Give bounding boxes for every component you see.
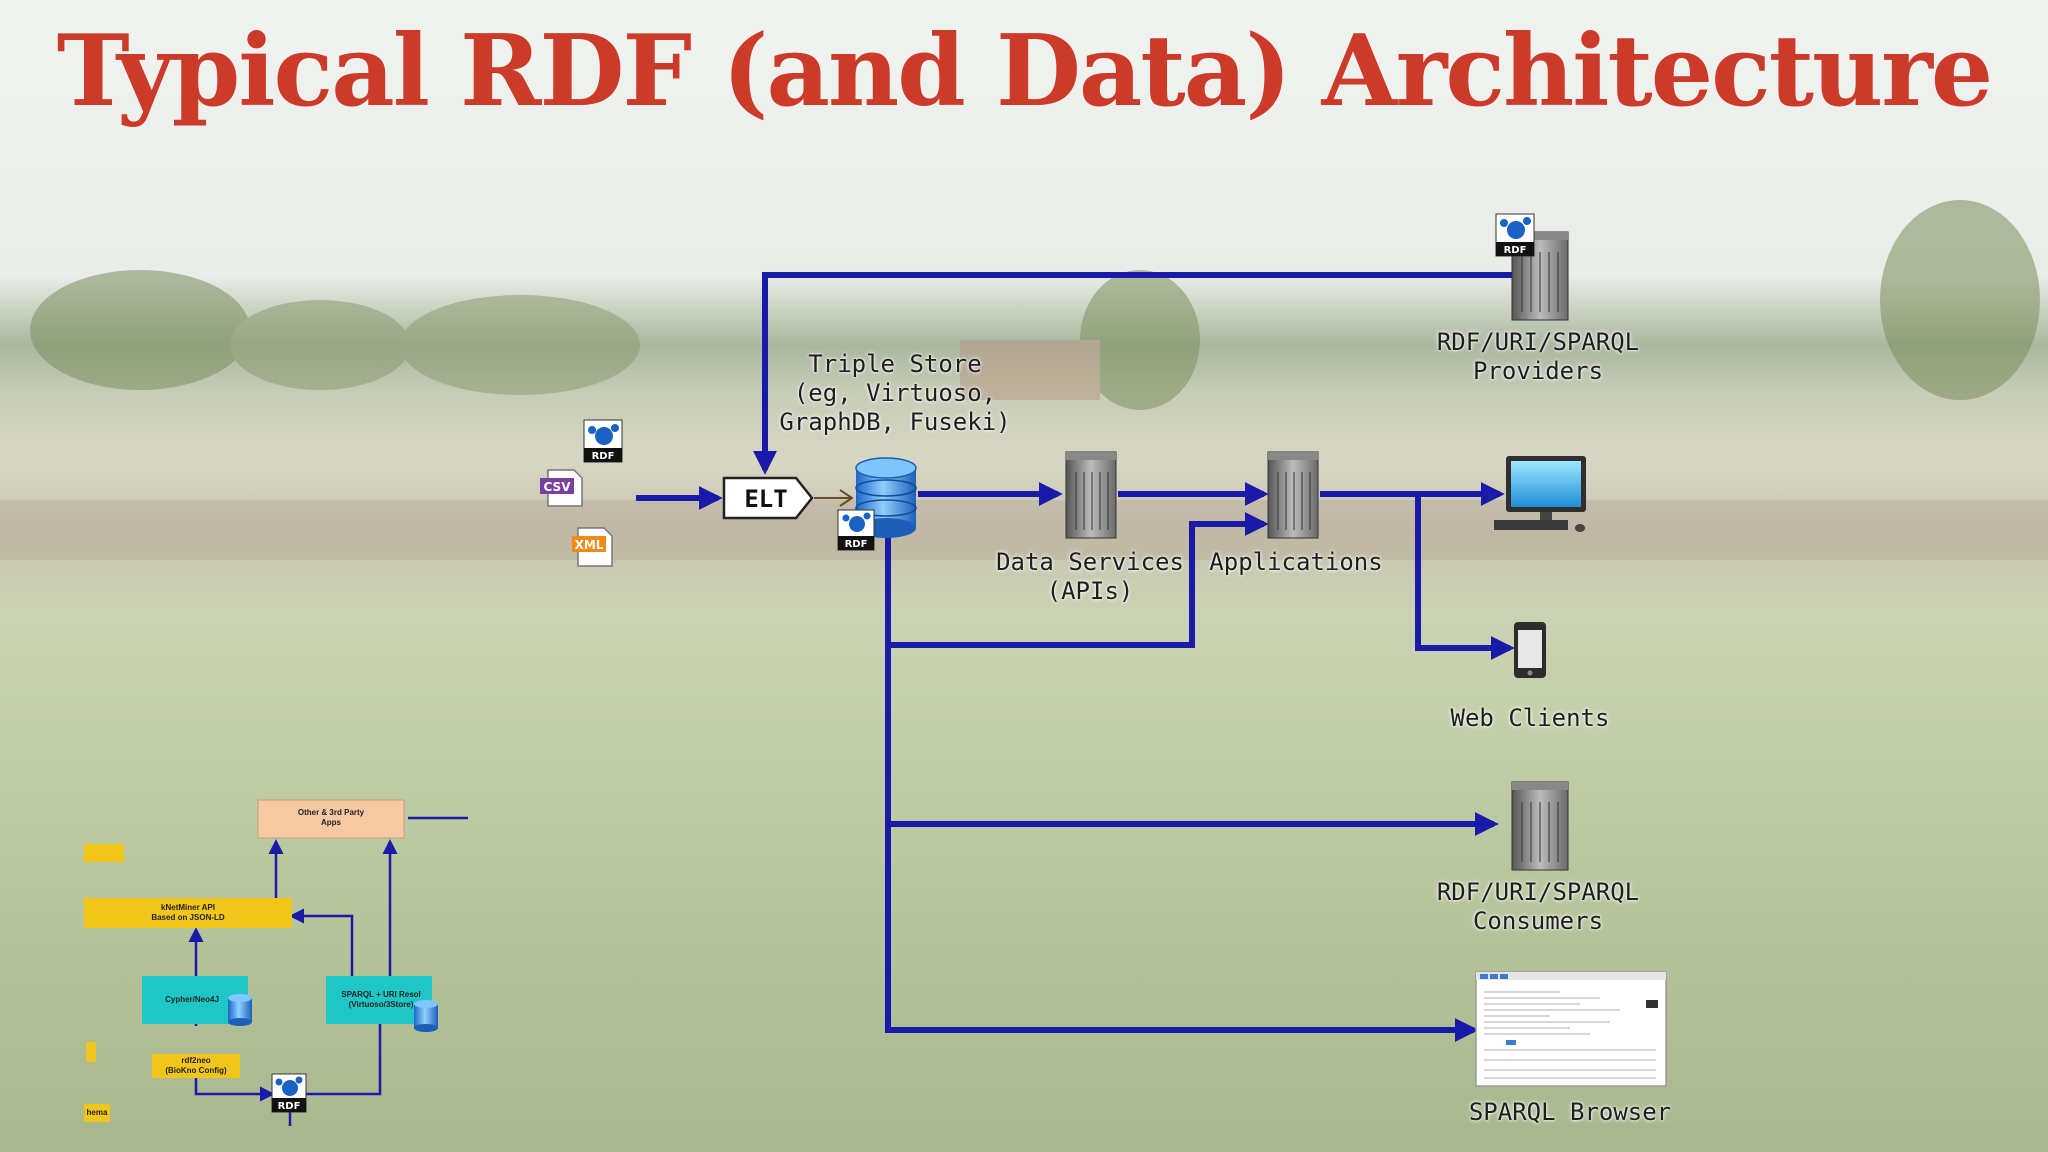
mini-other-apps-box: [257, 799, 405, 839]
elt-label: ELT: [744, 485, 787, 513]
data-services-server-icon: [1065, 451, 1117, 539]
slide-title: Typical RDF (and Data) Architecture: [56, 14, 1994, 129]
mini-knetminer-label: kNetMiner API Based on JSON-LD: [84, 903, 292, 923]
applications-label: Applications: [1196, 548, 1396, 577]
web-clients-label: Web Clients: [1430, 704, 1630, 733]
mini-rdf-label: RDF: [278, 1101, 301, 1112]
consumers-server-icon: [1511, 781, 1569, 871]
applications-to-web-clients-arrow: [1415, 494, 1515, 660]
data-services-label-line2: (APIs): [1046, 577, 1134, 605]
consumers-label-line1: RDF/URI/SPARQL: [1436, 878, 1640, 906]
mini-rdf-badge: RDF: [271, 1073, 307, 1113]
mini-sparql-resolver-label: SPARQL + URI Resol (Virtuoso/3Store): [326, 990, 436, 1010]
providers-rdf-badge: RDF: [1495, 213, 1535, 257]
providers-label: RDF/URI/SPARQL Providers: [1398, 328, 1678, 386]
data-services-label-line1: Data Services: [996, 548, 1184, 576]
mini-cypher-label: Cypher/Neo4J: [142, 995, 242, 1005]
triple-store-label-line2: (eg, Virtuoso,: [793, 379, 997, 407]
applications-server-icon: [1267, 451, 1319, 539]
sparql-browser-label: SPARQL Browser: [1430, 1098, 1710, 1127]
mini-other-apps-line1: Other & 3rd Party: [297, 808, 365, 817]
csv-input-label: CSV: [544, 480, 572, 494]
mini-rdf2neo-line2: (BioKno Config): [165, 1066, 227, 1075]
store-to-applications-arrow: [885, 512, 1269, 648]
store-to-sparql-browser-arrow: [885, 824, 1479, 1042]
providers-to-elt-arrow: [753, 272, 1512, 475]
web-client-phone-icon: [1514, 622, 1546, 678]
xml-input-label: XML: [575, 538, 604, 552]
mini-other-apps-label: Other & 3rd Party Apps: [258, 808, 404, 828]
mini-rdf2neo-box: [152, 1054, 240, 1078]
mini-rdf2neo-label: rdf2neo (BioKno Config): [152, 1056, 240, 1076]
triple-store-label-line1: Triple Store: [808, 350, 982, 378]
rdf-input-label: RDF: [592, 451, 615, 462]
xml-input-icon: XML: [572, 527, 613, 567]
sparql-browser-label-line1: SPARQL Browser: [1468, 1098, 1672, 1126]
mini-knetminer-line1: kNetMiner API: [161, 903, 215, 912]
mini-other-apps-line2: Apps: [321, 818, 341, 827]
triple-store-rdf-label: RDF: [845, 539, 868, 550]
consumers-label: RDF/URI/SPARQL Consumers: [1398, 878, 1678, 936]
data-services-label: Data Services (APIs): [990, 548, 1190, 606]
elt-box: ELT: [722, 476, 814, 520]
mini-yellow-stub-top: [84, 844, 124, 862]
mini-schema-box: [84, 1104, 110, 1122]
store-to-consumers-arrow: [885, 645, 1499, 836]
sparql-browser-screenshot: [1475, 971, 1667, 1087]
rdf-input-icon: RDF: [583, 419, 623, 463]
mini-cypher-line1: Cypher/Neo4J: [165, 995, 219, 1004]
flow-arrows: [636, 272, 1515, 1042]
elt-to-store-arrow: [814, 489, 854, 507]
providers-rdf-label: RDF: [1504, 245, 1527, 256]
web-clients-label-line1: Web Clients: [1450, 704, 1610, 732]
mini-schema-text: hema: [86, 1108, 108, 1117]
mini-sparql-resolver-line2: (Virtuoso/3Store): [348, 1000, 414, 1009]
applications-label-line1: Applications: [1209, 548, 1383, 576]
mini-knetminer-box: [84, 898, 292, 928]
mini-sparql-db-icon: [414, 1000, 438, 1032]
mini-sparql-resolver-line1: SPARQL + URI Resol: [341, 990, 421, 999]
mini-yellow-stub-mid: [86, 1042, 96, 1062]
background-scenery: [0, 200, 2048, 560]
mini-architecture-diagram: RDF: [84, 799, 468, 1126]
providers-label-line2: Providers: [1472, 357, 1604, 385]
mini-knetminer-line2: Based on JSON-LD: [151, 913, 225, 922]
csv-input-icon: CSV: [540, 469, 583, 507]
triple-store-rdf-badge: RDF: [837, 509, 875, 551]
desktop-computer-icon: [1494, 456, 1586, 532]
mini-rdf2neo-line1: rdf2neo: [181, 1056, 211, 1065]
triple-store-label: Triple Store (eg, Virtuoso, GraphDB, Fus…: [770, 350, 1020, 437]
mini-cypher-db-icon: [228, 994, 252, 1026]
triple-store-label-line3: GraphDB, Fuseki): [779, 408, 1011, 436]
consumers-label-line2: Consumers: [1472, 907, 1604, 935]
mini-schema-label: hema: [84, 1108, 110, 1118]
providers-label-line1: RDF/URI/SPARQL: [1436, 328, 1640, 356]
